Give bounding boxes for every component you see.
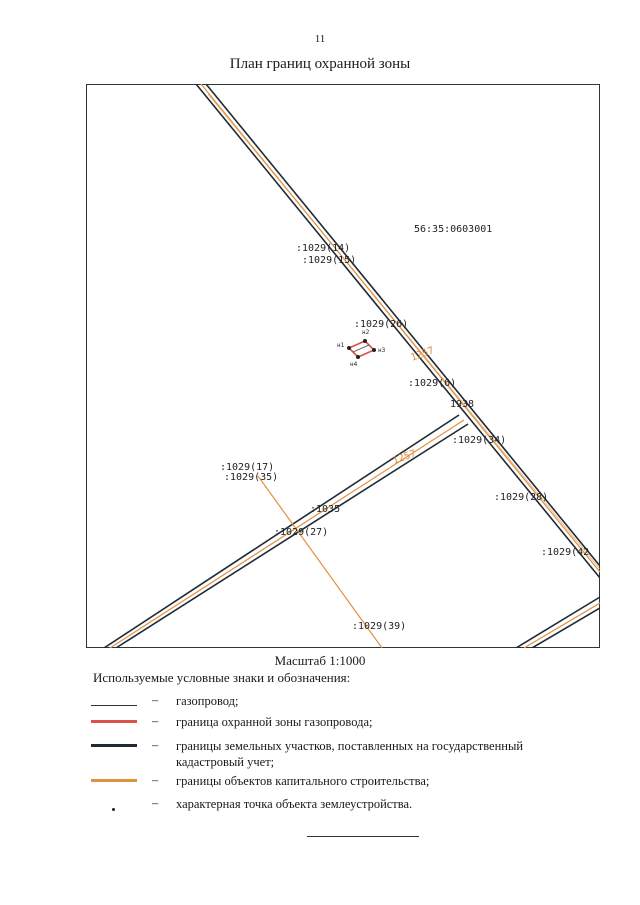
legend-dash: –	[152, 693, 159, 707]
legend-text: граница охранной зоны газопровода;	[176, 715, 373, 729]
map-label: :1029(17)	[220, 462, 274, 473]
legend-dash: –	[152, 796, 159, 810]
map-label: :1029(14)	[296, 243, 350, 254]
map-label: :1029(42	[541, 547, 589, 558]
legend-swatch-red-line	[91, 720, 137, 723]
map-label: н4	[350, 361, 358, 368]
protection-zone	[347, 339, 376, 359]
map-label: :1029(34)	[452, 435, 506, 446]
map-label: 1938	[450, 399, 474, 410]
map-scale: Масштаб 1:1000	[274, 653, 366, 668]
map-label: н3	[378, 347, 386, 354]
map-label: :1029(28)	[494, 492, 548, 503]
point-h3	[372, 348, 376, 352]
parcel-strip-cross	[103, 414, 469, 648]
legend-dash: –	[152, 738, 159, 752]
page-title: План границ охранной зоны	[229, 56, 411, 72]
capital-object-line	[257, 475, 383, 648]
point-h1	[347, 346, 351, 350]
map-frame	[86, 84, 600, 648]
legend-swatch-dot	[112, 808, 115, 811]
map-label: :1035	[310, 504, 340, 515]
legend-text: характерная точка объекта землеустройств…	[176, 797, 413, 811]
map-label: :1029(15)	[302, 255, 356, 266]
page-number: 11	[314, 33, 326, 45]
legend-swatch-orange-line	[91, 779, 137, 782]
legend-swatch-black-line	[91, 744, 137, 747]
legend-item-protection-zone: – граница охранной зоны газопровода;	[88, 712, 568, 732]
legend-item-characteristic-point: – характерная точка объекта землеустройс…	[88, 794, 568, 814]
legend-text: газопровод;	[176, 694, 239, 708]
legend-dash: –	[152, 714, 159, 728]
signature-line	[307, 836, 419, 837]
parcel-strip-main	[195, 84, 600, 579]
legend-item-land-parcels: – границы земельных участков, поставленн…	[88, 736, 568, 770]
legend-item-capital-objects: – границы объектов капитального строител…	[88, 771, 568, 791]
map-label: :1029(26)	[354, 319, 408, 330]
map-label: :1029(39)	[352, 621, 406, 632]
point-h4	[356, 355, 360, 359]
map-label: :1029(27)	[274, 527, 328, 538]
legend-swatch-thin-line	[91, 705, 137, 706]
legend-heading: Используемые условные знаки и обозначени…	[93, 670, 351, 685]
legend-dash: –	[152, 773, 159, 787]
map-label: н2	[362, 329, 370, 336]
cadastral-quarter-label: 56:35:0603001	[414, 224, 492, 235]
map-label: н1	[337, 342, 345, 349]
map-label: :1029(35)	[224, 472, 278, 483]
legend-item-gas-pipeline: – газопровод;	[88, 691, 568, 711]
point-h2	[363, 339, 367, 343]
legend-text: границы земельных участков, поставленных…	[176, 739, 524, 769]
parcel-strip-lower-right	[515, 596, 600, 648]
map-label: :1029(6)	[408, 378, 456, 389]
legend-text: границы объектов капитального строительс…	[176, 774, 430, 788]
boundary-plan-map: 56:35:0603001 :1029(14) :1029(15) :1029(…	[86, 84, 600, 648]
